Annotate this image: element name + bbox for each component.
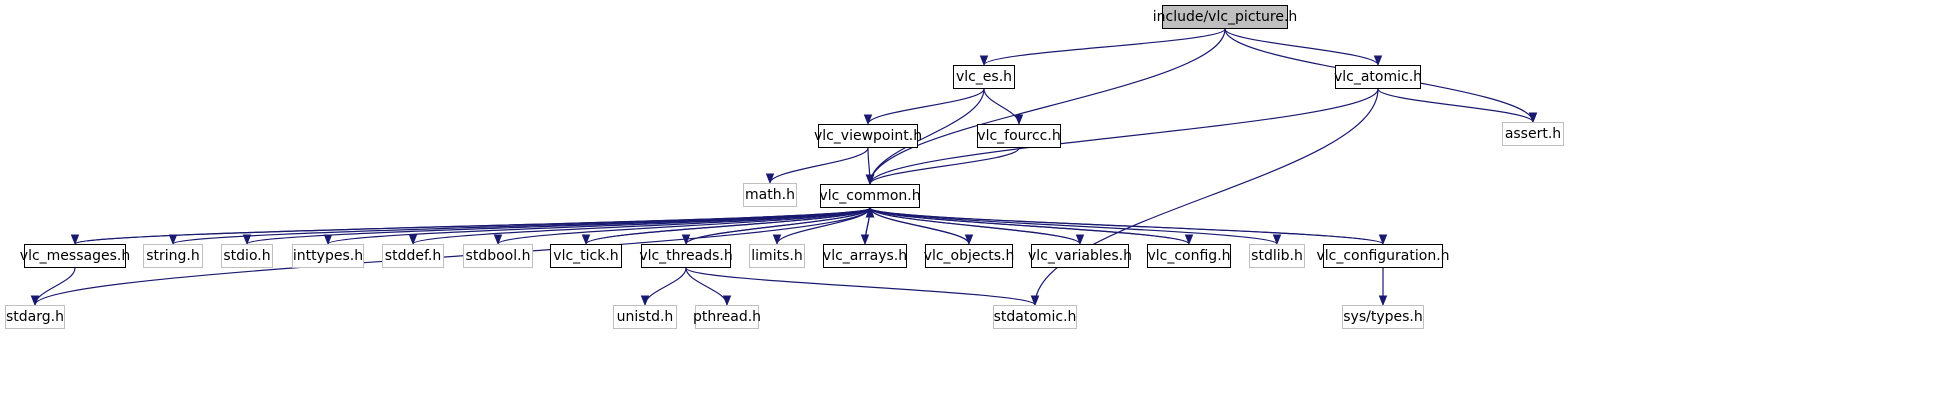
node-vlc-fourcc-h[interactable]: vlc_fourcc.h [977, 124, 1061, 148]
edge-vlc_common-to-stddef [408, 207, 871, 246]
edge-vlc_common-to-stdbool [493, 207, 871, 246]
edge-vlc_picture-to-vlc_atomic [1224, 28, 1383, 67]
edge-vlc_common-to-stdlib [869, 207, 1282, 246]
edge-vlc_es-to-vlc_viewpoint [863, 88, 985, 126]
edge-vlc_atomic-to-vlc_common [865, 88, 1379, 186]
node-math-h: math.h [743, 183, 797, 207]
node-vlc-arrays-h[interactable]: vlc_arrays.h [823, 244, 907, 268]
edge-vlc_config-to-vlc_common [865, 206, 1190, 245]
node-vlc-messages-h[interactable]: vlc_messages.h [20, 244, 130, 268]
node-string-h: string.h [143, 244, 203, 268]
edge-vlc_es-to-vlc_fourcc [983, 88, 1024, 126]
node-vlc-es-h[interactable]: vlc_es.h [953, 65, 1015, 89]
edge-vlc_atomic-to-stdatomic [1030, 88, 1379, 307]
node-vlc-configuration-h[interactable]: vlc_configuration.h [1316, 244, 1450, 268]
edge-vlc_messages-to-vlc_common [74, 206, 874, 245]
edge-vlc_threads-to-pthread [685, 267, 732, 307]
edge-vlc_tick-to-vlc_common [585, 206, 875, 245]
node-vlc-picture-h[interactable]: include/vlc_picture.h [1153, 5, 1297, 29]
node-stddef-h: stddef.h [382, 244, 444, 268]
node-inttypes-h: inttypes.h [292, 244, 364, 268]
node-vlc-variables-h[interactable]: vlc_variables.h [1028, 244, 1132, 268]
edge-vlc_variables-to-vlc_common [865, 206, 1081, 245]
edge-vlc_viewpoint-to-vlc_common [865, 147, 875, 186]
edge-vlc_picture-to-vlc_es [979, 28, 1226, 67]
edge-vlc_common-to-stdarg [30, 207, 871, 307]
node-unistd-h: unistd.h [613, 305, 677, 329]
edge-vlc_threads-to-unistd [640, 267, 687, 307]
edge-vlc_fourcc-to-vlc_common [865, 147, 1020, 186]
node-stdio-h: stdio.h [221, 244, 273, 268]
edge-vlc_messages-to-stdarg [30, 267, 76, 307]
node-vlc-tick-h[interactable]: vlc_tick.h [550, 244, 622, 268]
node-vlc-threads-h[interactable]: vlc_threads.h [639, 244, 733, 268]
node-vlc-common-h[interactable]: vlc_common.h [819, 184, 921, 208]
node-vlc-config-h[interactable]: vlc_config.h [1147, 244, 1231, 268]
node-stdbool-h: stdbool.h [463, 244, 533, 268]
node-vlc-atomic-h[interactable]: vlc_atomic.h [1334, 65, 1422, 89]
edge-vlc_es-to-vlc_common [865, 88, 985, 186]
edge-vlc_threads-to-vlc_common [685, 206, 875, 245]
edge-vlc_configuration-to-vlc_common [866, 206, 1384, 245]
node-stdatomic-h: stdatomic.h [993, 305, 1077, 329]
edge-vlc_viewpoint-to-math [765, 147, 869, 185]
node-stdlib-h: stdlib.h [1249, 244, 1305, 268]
edge-vlc_atomic-to-assert [1377, 88, 1538, 124]
node-assert-h: assert.h [1502, 122, 1564, 146]
node-stdarg-h: stdarg.h [5, 305, 65, 329]
node-sys-types-h: sys/types.h [1342, 305, 1424, 329]
edge-vlc_picture-to-vlc_common [865, 28, 1226, 186]
node-pthread-h: pthread.h [693, 305, 761, 329]
node-vlc-viewpoint-h[interactable]: vlc_viewpoint.h [814, 124, 922, 148]
node-vlc-objects-h[interactable]: vlc_objects.h [924, 244, 1014, 268]
node-limits-h: limits.h [749, 244, 805, 268]
edge-vlc_threads-to-stdatomic [685, 267, 1040, 307]
